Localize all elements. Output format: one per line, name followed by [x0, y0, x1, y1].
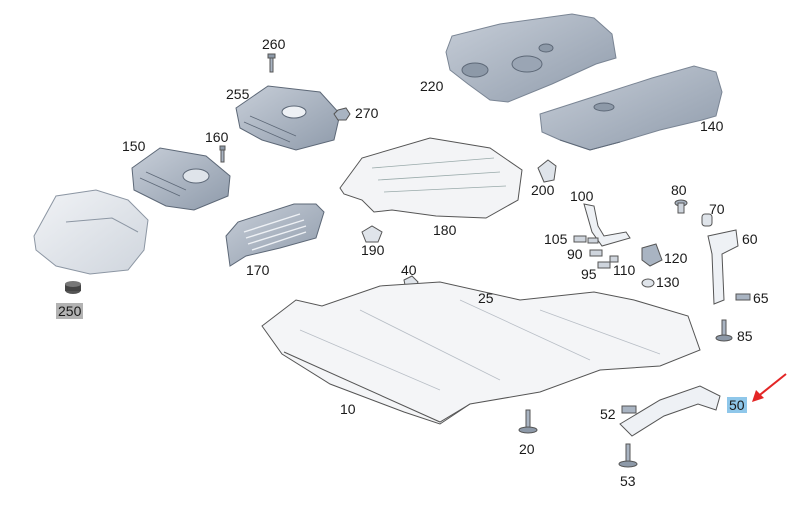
bolt-53[interactable]: [618, 443, 638, 468]
screw-80[interactable]: [674, 199, 688, 214]
cover-part-150[interactable]: [131, 147, 231, 211]
nut-270[interactable]: [333, 107, 351, 121]
clip-200[interactable]: [537, 159, 557, 183]
label-200[interactable]: 200: [531, 182, 555, 198]
bracket-60[interactable]: [707, 229, 739, 305]
label-250[interactable]: 250: [56, 303, 84, 319]
bolt-160[interactable]: [219, 145, 226, 163]
label-65[interactable]: 65: [753, 290, 769, 306]
label-160[interactable]: 160: [205, 129, 229, 145]
clip-65[interactable]: [735, 293, 751, 301]
label-50[interactable]: 50: [727, 397, 747, 413]
bracket-50[interactable]: [619, 385, 721, 437]
label-220[interactable]: 220: [420, 78, 444, 94]
air-filter-housing-255[interactable]: [235, 85, 341, 151]
highlight-arrow: [752, 373, 787, 402]
clip-95[interactable]: [597, 261, 611, 269]
label-140[interactable]: 140: [700, 118, 724, 134]
label-105[interactable]: 105: [544, 231, 568, 247]
label-60[interactable]: 60: [742, 231, 758, 247]
label-255[interactable]: 255: [226, 86, 250, 102]
label-180[interactable]: 180: [433, 222, 457, 238]
reservoir-250-tank[interactable]: [33, 189, 149, 275]
bracket-100[interactable]: [583, 203, 631, 247]
label-10[interactable]: 10: [340, 401, 356, 417]
bolt-85[interactable]: [715, 319, 733, 342]
clip-190[interactable]: [361, 225, 383, 243]
label-260[interactable]: 260: [262, 36, 286, 52]
clip-110[interactable]: [609, 255, 619, 263]
label-110[interactable]: 110: [613, 262, 636, 278]
label-100[interactable]: 100: [570, 188, 594, 204]
label-170[interactable]: 170: [246, 262, 270, 278]
bolt-20[interactable]: [518, 409, 538, 434]
label-120[interactable]: 120: [664, 250, 688, 266]
underbody-panel-10[interactable]: [261, 281, 701, 425]
label-52[interactable]: 52: [600, 406, 616, 422]
label-20[interactable]: 20: [519, 441, 535, 457]
label-40[interactable]: 40: [401, 262, 417, 278]
label-95[interactable]: 95: [581, 266, 597, 282]
label-70[interactable]: 70: [709, 201, 725, 217]
clip-90[interactable]: [589, 249, 603, 257]
label-190[interactable]: 190: [361, 242, 385, 258]
label-85[interactable]: 85: [737, 328, 753, 344]
label-25[interactable]: 25: [478, 290, 494, 306]
bolt-260[interactable]: [267, 53, 276, 73]
label-130[interactable]: 130: [656, 274, 680, 290]
cap-130[interactable]: [641, 278, 655, 288]
compartment-lining-180[interactable]: [339, 137, 523, 219]
engine-cover-140[interactable]: [539, 65, 723, 151]
grille-cover-170[interactable]: [225, 203, 325, 267]
engine-cover-220[interactable]: [445, 13, 617, 103]
label-150[interactable]: 150: [122, 138, 146, 154]
grommet-250[interactable]: [65, 281, 81, 294]
clip-52[interactable]: [621, 405, 637, 414]
clip-105[interactable]: [573, 235, 599, 244]
label-80[interactable]: 80: [671, 182, 687, 198]
label-53[interactable]: 53: [620, 473, 636, 489]
spacer-70[interactable]: [701, 213, 713, 227]
label-90[interactable]: 90: [567, 246, 583, 262]
plug-120[interactable]: [641, 243, 663, 267]
label-270[interactable]: 270: [355, 105, 379, 121]
